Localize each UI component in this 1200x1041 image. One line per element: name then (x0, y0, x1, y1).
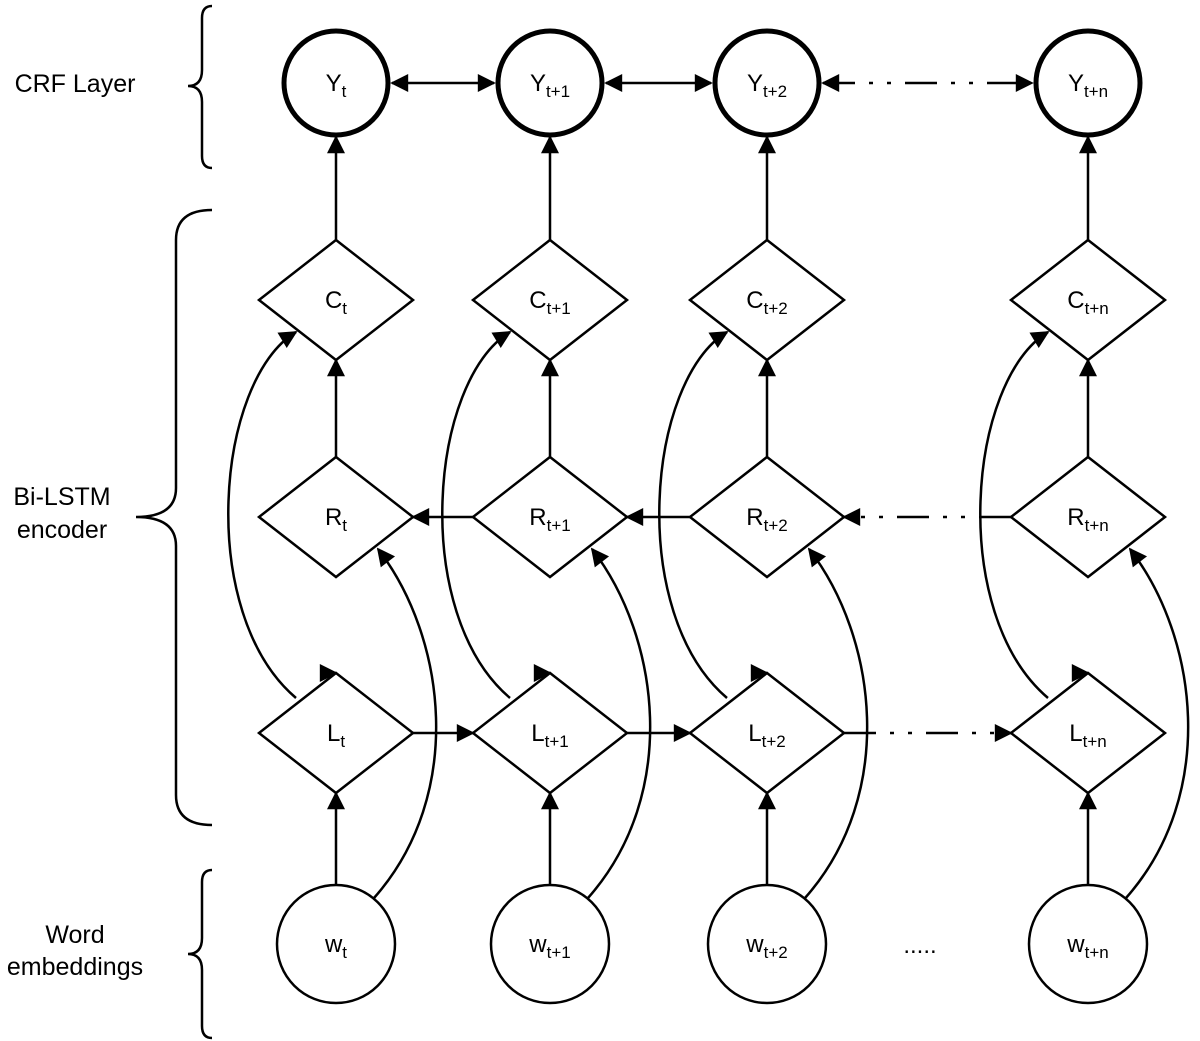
word-label-tn: wt+n (1066, 931, 1108, 962)
output-label-tn: Yt+n (1068, 70, 1108, 101)
right-lstm-label-tn: Rt+n (1067, 504, 1108, 535)
right-lstm-node-t1 (470, 455, 630, 579)
combine-label-t: Ct (325, 287, 347, 318)
right-lstm-node-t2 (687, 455, 847, 579)
arrow-l-to-c-tn (979, 330, 1050, 699)
left-lstm-label-t2: Lt+2 (748, 720, 785, 751)
combine-node-tn (1008, 238, 1168, 362)
word-node-t2 (706, 883, 828, 1005)
combine-node-t2 (687, 238, 847, 362)
left-lstm-node-t1 (470, 671, 630, 795)
output-node-t1 (495, 28, 605, 138)
crf-layer-label: CRF Layer (15, 70, 136, 98)
arrow-w-to-r-t1 (587, 547, 652, 899)
left-lstm-node-t2 (687, 671, 847, 795)
right-lstm-label-t2: Rt+2 (746, 504, 787, 535)
left-lstm-label-tn: Lt+n (1069, 720, 1106, 751)
bilstm-brace (135, 208, 213, 827)
bilstm-label-line1: Bi-LSTM (13, 483, 110, 511)
word-brace (187, 868, 213, 1040)
arrow-l-to-c-t (227, 330, 298, 699)
left-lstm-label-t: Lt (327, 720, 345, 751)
output-node-t2 (712, 28, 822, 138)
left-lstm-label-t1: Lt+1 (531, 720, 568, 751)
word-node-t (275, 883, 397, 1005)
word-node-t1 (489, 883, 611, 1005)
left-lstm-node-t (256, 671, 416, 795)
arrow-w-to-r-t2 (804, 547, 869, 899)
combine-label-t1: Ct+1 (529, 287, 570, 318)
combine-node-t1 (470, 238, 630, 362)
right-lstm-node-tn (1008, 455, 1168, 579)
right-lstm-label-t1: Rt+1 (529, 504, 570, 535)
crf-brace (187, 4, 213, 170)
right-lstm-label-t: Rt (325, 504, 347, 535)
output-node-t (281, 28, 391, 138)
left-lstm-node-tn (1008, 671, 1168, 795)
arrow-l-to-c-t1 (441, 330, 512, 699)
word-label-t2: wt+2 (745, 931, 787, 962)
output-node-tn (1033, 28, 1143, 138)
word-label-t: wt (324, 931, 347, 962)
word-label-t1: wt+1 (528, 931, 570, 962)
word-embeddings-label-line2: embeddings (7, 953, 143, 981)
output-label-t: Yt (326, 70, 347, 101)
arrow-l-to-c-t2 (658, 330, 729, 699)
arrow-w-to-r-t (373, 547, 438, 899)
combine-node-t (256, 238, 416, 362)
output-label-t2: Yt+2 (747, 70, 787, 101)
combine-label-t2: Ct+2 (746, 287, 787, 318)
right-lstm-node-t (256, 455, 416, 579)
bilstm-label-line2: encoder (17, 516, 107, 544)
word-ellipsis: ..... (903, 932, 936, 959)
combine-label-tn: Ct+n (1067, 287, 1108, 318)
word-embeddings-label-line1: Word (45, 921, 104, 949)
edges (227, 74, 1190, 899)
arrow-w-to-r-tn (1125, 547, 1190, 899)
output-label-t1: Yt+1 (530, 70, 570, 101)
word-node-tn (1027, 883, 1149, 1005)
